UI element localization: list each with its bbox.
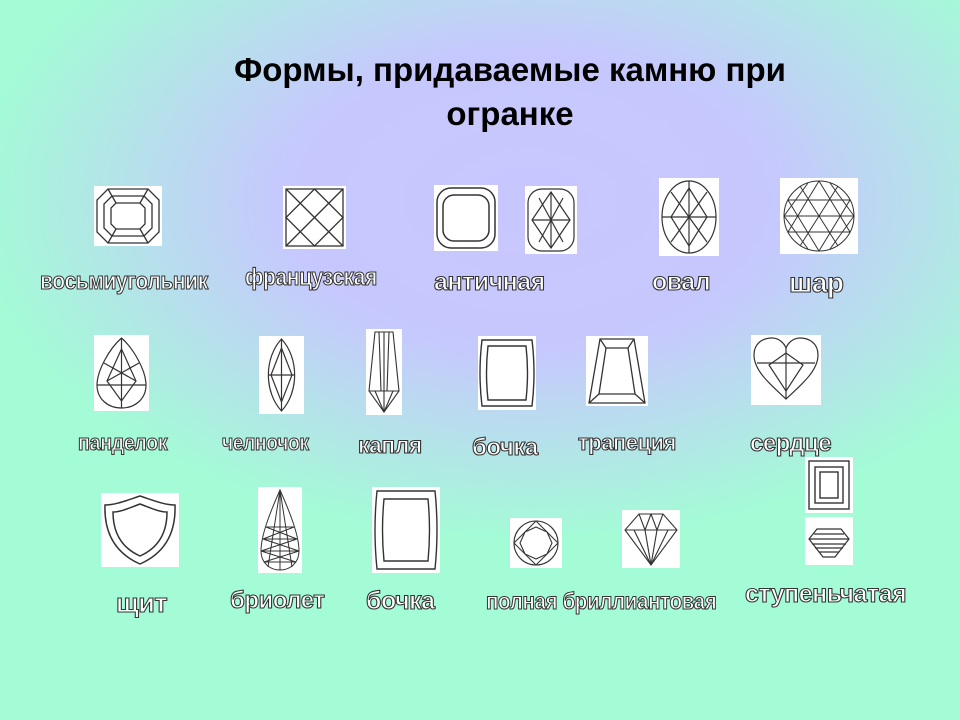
label-barrel-1: бочка [471, 433, 538, 461]
heart-cut-icon [751, 335, 821, 405]
pendeloque-cut-icon [94, 335, 149, 411]
shield-cut-icon [101, 493, 179, 567]
label-step: ступеньчатая [744, 579, 907, 608]
brilliant-cut-profile-icon [622, 510, 680, 568]
trapezoid-cut-icon [586, 336, 648, 406]
brilliant-cut-icon [510, 518, 562, 568]
label-french: французская [245, 263, 378, 291]
label-sphere: шар [788, 266, 844, 298]
briolette-cut-icon [258, 487, 302, 573]
oval-cut-icon [659, 178, 719, 256]
label-oval: овал [651, 267, 711, 296]
label-trapezoid: трапеция [577, 429, 676, 455]
title-line-2: огранке [446, 95, 574, 132]
barrel-cut-icon-large [372, 487, 440, 573]
octagon-cut-icon [94, 186, 162, 246]
label-barrel-2: бочка [365, 586, 435, 615]
label-briolette: бриолет [229, 586, 325, 614]
antique-cut-icon [434, 185, 498, 251]
antique-cut-icon-alt [525, 186, 577, 254]
sphere-cut-icon [780, 178, 858, 254]
label-pendeloque: панделок [78, 429, 169, 455]
step-cut-icon [805, 457, 853, 513]
step-cut-profile-icon [805, 517, 853, 565]
label-brilliant: полная бриллиантовая [486, 587, 718, 614]
label-navette: челночок [222, 429, 310, 455]
barrel-cut-icon [478, 336, 536, 410]
label-drop: капля [357, 431, 422, 458]
label-octagon: восьмиугольник [40, 267, 209, 295]
label-antique: античная [433, 267, 545, 296]
label-shield: щит [115, 587, 168, 618]
navette-cut-icon [259, 336, 304, 414]
drop-cut-icon [366, 329, 402, 415]
title-line-1: Формы, придаваемые камню при [234, 51, 786, 88]
label-heart: сердце [749, 429, 832, 457]
french-cut-icon [283, 186, 346, 249]
slide-title: Формы, придаваемые камню при огранке [150, 48, 870, 136]
